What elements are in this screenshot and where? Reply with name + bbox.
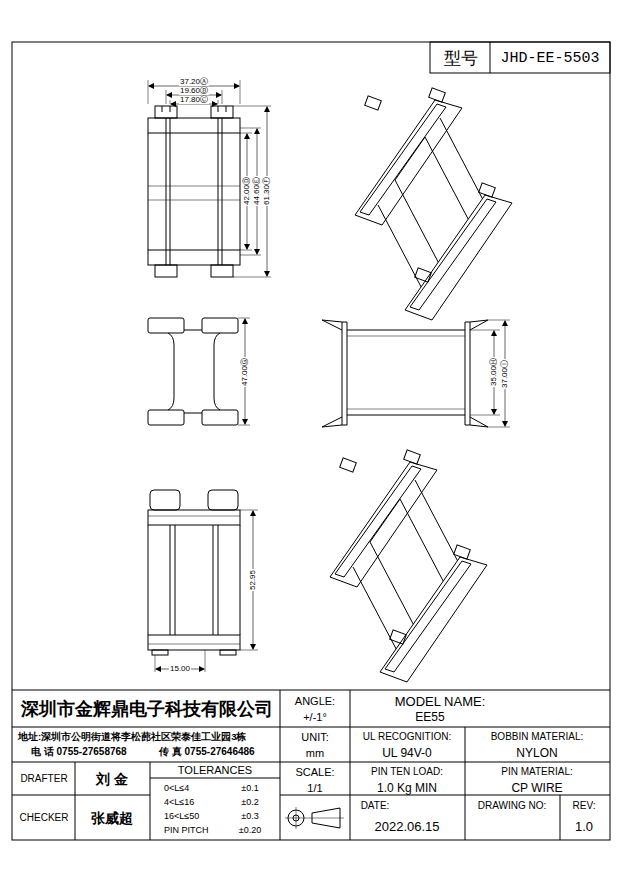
title-block-text: 深圳市金辉鼎电子科技有限公司 <box>20 700 274 718</box>
title-block-text: 1.0 <box>574 820 594 833</box>
dimension-text: 44.60Ⓔ <box>253 176 261 206</box>
dimension-text: 15.00 <box>169 665 191 673</box>
title-block-text: EE55 <box>414 711 445 723</box>
title-block-text: NYLON <box>515 747 558 759</box>
title-block-text: ±0.2 <box>240 798 259 807</box>
title-block-text: 4<L≤16 <box>163 798 195 807</box>
title-block-text: UL RECOGNITION: <box>362 732 453 742</box>
title-block-text: DRAFTER <box>19 774 68 784</box>
title-block-text: 刘 金 <box>95 772 129 786</box>
dimension-text: 35.00Ⓗ <box>490 357 498 387</box>
title-block-text: 地址:深圳市公明街道将李松蓢社区荣泰佳工业园3栋 <box>17 732 247 742</box>
dimension-text: 42.00Ⓓ <box>243 176 251 206</box>
title-block-text: DATE: <box>360 801 391 811</box>
dimension-text: 17.80Ⓒ <box>179 96 209 104</box>
title-block-text: ±0.3 <box>240 812 259 821</box>
title-block-text: 0<L≤4 <box>163 784 190 793</box>
title-block-text: 1.0 Kg MIN <box>376 782 438 794</box>
dimension-text: 47.00Ⓖ <box>241 357 249 387</box>
dimension-text: 61.30Ⓕ <box>263 176 271 206</box>
title-block-text: ANGLE: <box>294 696 336 707</box>
title-block-text: 1/1 <box>306 783 323 794</box>
title-block-text: 2022.06.15 <box>373 820 440 833</box>
title-block-text: +/-1° <box>302 712 328 723</box>
dimension-text: 37.00Ⓘ <box>501 359 509 389</box>
title-block-text: BOBBIN MATERIAL: <box>490 732 585 742</box>
title-block-text: CHECKER <box>19 813 70 823</box>
title-block-text: TOLERANCES <box>177 765 253 776</box>
title-block-text: PIN TEN LOAD: <box>370 767 444 777</box>
title-block-text: PIN PITCH <box>163 826 210 835</box>
dimension-text: JHD-EE-5503 <box>499 51 600 66</box>
title-block-text: 张威超 <box>90 811 134 825</box>
title-block-text: 传 真 0755-27646486 <box>158 747 256 757</box>
title-block-text: 16<L≤50 <box>163 812 200 821</box>
title-block-text: ±0.20 <box>238 826 262 835</box>
title-block-text: REV: <box>572 801 597 811</box>
title-block-text: PIN MATERIAL: <box>500 767 574 777</box>
dimension-text: 型号 <box>443 50 479 67</box>
title-block-text: mm <box>305 748 325 759</box>
dimension-text: 19.60Ⓑ <box>179 87 209 95</box>
dimension-text: 37.20Ⓐ <box>179 78 209 86</box>
title-block-text: MODEL NAME: <box>394 695 487 708</box>
title-block-text: SCALE: <box>294 767 335 778</box>
dimension-text: 52.95 <box>249 569 257 591</box>
title-block-text: ±0.1 <box>240 784 259 793</box>
title-block-text: CP WIRE <box>510 782 563 794</box>
title-block-text: UL 94V-0 <box>381 747 433 759</box>
title-block-text: DRAWING NO: <box>477 801 548 811</box>
title-block-text: UNIT: <box>300 732 330 743</box>
title-block-text: 电 话 0755-27658768 <box>30 747 128 757</box>
